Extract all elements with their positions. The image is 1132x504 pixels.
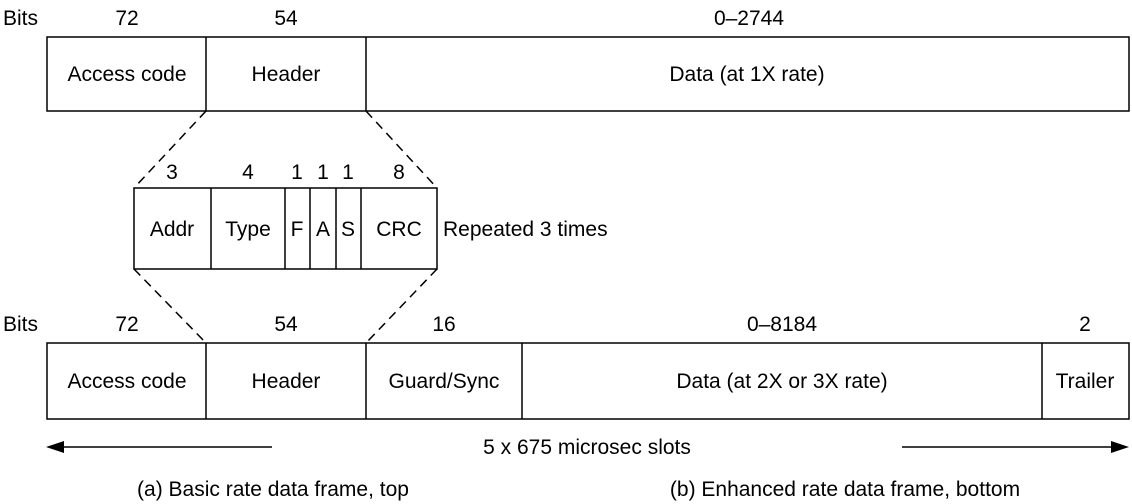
bottom-header-bits: 54 bbox=[274, 313, 298, 336]
caption-a: (a) Basic rate data frame, top bbox=[137, 478, 409, 501]
top-header-bits: 54 bbox=[274, 7, 298, 30]
slots-arrow-left-head bbox=[46, 441, 64, 453]
bottom-trailer-field: Trailer bbox=[1056, 370, 1115, 393]
bottom-guard-sync-field: Guard/Sync bbox=[389, 370, 500, 393]
repeated-note: Repeated 3 times bbox=[443, 218, 608, 241]
addr-bits: 3 bbox=[166, 161, 178, 184]
f-field: F bbox=[291, 218, 304, 241]
bottom-frame-box bbox=[46, 342, 1130, 420]
top-header-field: Header bbox=[252, 63, 321, 86]
top-frame-box bbox=[46, 36, 1130, 112]
type-field: Type bbox=[225, 218, 271, 241]
top-data-field: Data (at 1X rate) bbox=[669, 63, 824, 86]
s-bits: 1 bbox=[342, 161, 354, 184]
a-field: A bbox=[316, 218, 330, 241]
top-frame: Bits 72 54 0–2744 Access code Header Dat… bbox=[3, 7, 1130, 112]
bottom-data-bits: 0–8184 bbox=[747, 313, 817, 336]
header-detail: 3 4 1 1 1 8 Addr Type F A S CRC Repeated… bbox=[133, 161, 608, 270]
top-access-code-bits: 72 bbox=[115, 7, 138, 30]
addr-field: Addr bbox=[150, 218, 194, 241]
expansion-lines bbox=[133, 110, 438, 344]
type-bits: 4 bbox=[242, 161, 254, 184]
expand-bottom-left bbox=[133, 268, 207, 344]
crc-field: CRC bbox=[376, 218, 422, 241]
slots-arrow-right-head bbox=[1111, 441, 1129, 453]
caption-b: (b) Enhanced rate data frame, bottom bbox=[670, 478, 1020, 501]
crc-bits: 8 bbox=[393, 161, 405, 184]
bottom-header-field: Header bbox=[252, 370, 321, 393]
expand-top-right bbox=[365, 110, 438, 189]
top-data-bits: 0–2744 bbox=[714, 7, 784, 30]
slots-span: 5 x 675 microsec slots bbox=[46, 436, 1129, 459]
bottom-frame: Bits 72 54 16 0–8184 2 Access code Heade… bbox=[3, 313, 1130, 420]
bottom-data-field: Data (at 2X or 3X rate) bbox=[676, 370, 887, 393]
slots-label: 5 x 675 microsec slots bbox=[483, 436, 691, 459]
bottom-guard-bits: 16 bbox=[432, 313, 455, 336]
f-bits: 1 bbox=[291, 161, 303, 184]
bottom-access-code-bits: 72 bbox=[115, 313, 138, 336]
a-bits: 1 bbox=[317, 161, 329, 184]
bottom-bits-label: Bits bbox=[3, 313, 38, 336]
top-bits-label: Bits bbox=[3, 7, 38, 30]
bottom-trailer-bits: 2 bbox=[1079, 313, 1091, 336]
expand-top-left bbox=[133, 110, 207, 189]
bottom-access-code-field: Access code bbox=[67, 370, 186, 393]
s-field: S bbox=[341, 218, 355, 241]
expand-bottom-right bbox=[365, 268, 438, 344]
top-access-code-field: Access code bbox=[67, 63, 186, 86]
